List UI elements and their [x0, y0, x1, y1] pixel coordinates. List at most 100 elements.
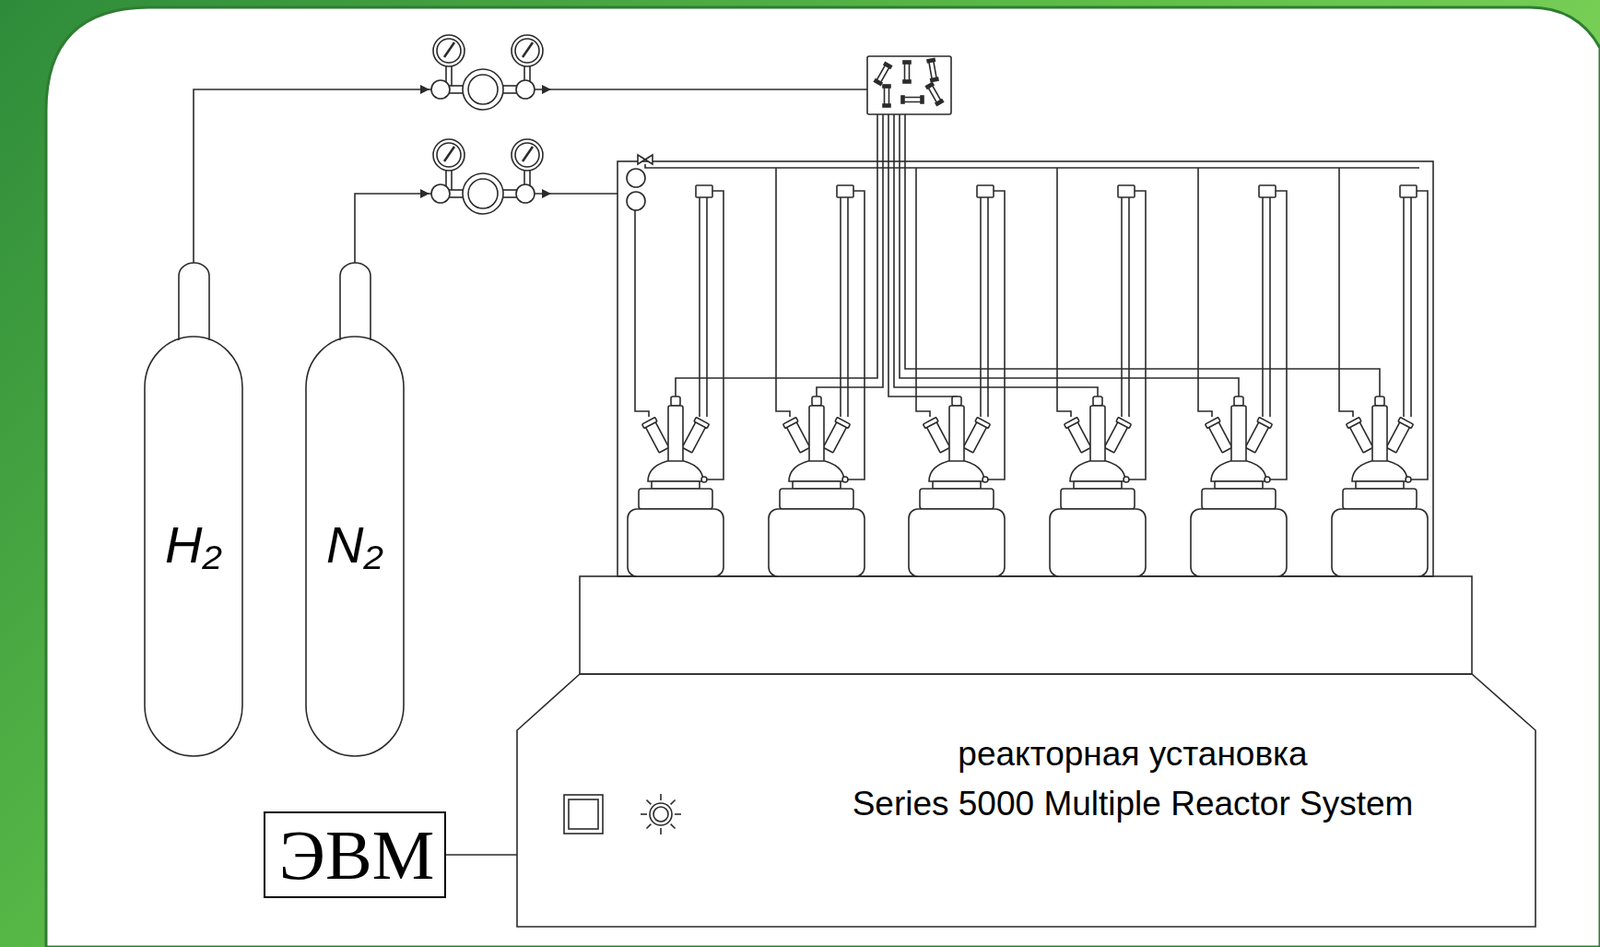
flask-arm-cap: [1116, 417, 1131, 429]
flask-body: [1211, 460, 1267, 482]
rotameter-cap: [882, 104, 891, 107]
flask-flange: [932, 481, 981, 489]
indicator-lamp: [649, 802, 672, 825]
condenser-tube: [839, 197, 842, 417]
pressure-gauge: [433, 35, 465, 67]
gas-cylinder-outline: [305, 262, 404, 756]
flask-arm-cap: [1205, 417, 1221, 429]
flask-body: [1352, 460, 1408, 482]
flask-arm-cap: [1064, 417, 1080, 429]
purge-line: [1339, 167, 1353, 417]
gauge-dial: [515, 142, 540, 167]
pressure-gauge: [511, 35, 543, 67]
lamp-ray: [646, 823, 651, 829]
flask-flange: [1214, 481, 1263, 489]
flask-flange: [1355, 481, 1404, 489]
flask-side-neck: [1205, 417, 1235, 454]
condenser: [1117, 185, 1135, 198]
flask-flange: [651, 481, 700, 489]
gauge-needle: [522, 42, 533, 58]
flask-side-neck: [961, 417, 990, 454]
thermocouple-line: [988, 190, 1005, 480]
text-group: N₂: [305, 513, 404, 576]
thermocouple-line: [847, 190, 865, 480]
regulator-dial: [468, 178, 498, 209]
condenser: [976, 185, 994, 198]
rotameter-tube: [884, 86, 890, 106]
condenser: [695, 185, 713, 198]
thermocouple-line: [1411, 190, 1428, 480]
flask-neck: [1231, 405, 1247, 463]
heating-block: [627, 508, 724, 577]
rotameter-cap: [935, 99, 943, 106]
flask-arm-cap: [1346, 417, 1362, 429]
nitrogen-line: [525, 192, 618, 195]
rotameter-cap: [882, 84, 891, 88]
condenser-tube: [987, 197, 989, 417]
lamp-ray: [670, 823, 676, 829]
thermocouple-port: [1405, 476, 1412, 483]
rotameter-cap: [926, 82, 934, 90]
heater-plate: [919, 488, 994, 509]
gas-feed-line: [894, 114, 1098, 399]
reactor-base-slab: [579, 576, 1472, 674]
flask-body: [929, 460, 985, 482]
heater-plate: [638, 488, 713, 509]
gas-cylinder: N₂: [305, 262, 404, 756]
computer-label: ЭВМ: [279, 819, 435, 890]
gas-feed-line: [905, 114, 1380, 399]
gas-label: H₂: [164, 513, 223, 576]
rotameter-cap: [903, 80, 911, 83]
flow-arrow: [420, 188, 430, 199]
flask-side-neck: [923, 417, 953, 454]
gas-cylinder-outline: [144, 262, 243, 756]
hydrogen-line: [525, 88, 868, 91]
flask-cap: [811, 396, 822, 406]
thermocouple-line: [706, 190, 724, 480]
thermocouple-line: [1129, 190, 1146, 480]
condenser-tube: [1128, 197, 1130, 417]
purge-line: [916, 167, 930, 417]
thermocouple-port: [842, 476, 848, 483]
flask-side-neck: [1102, 417, 1131, 454]
system-label: реакторная установка: [957, 729, 1307, 779]
text-group: H₂: [144, 513, 243, 576]
rotameter-cap: [901, 95, 905, 104]
condenser-tube: [1120, 197, 1123, 417]
shutoff-valve: [637, 154, 653, 165]
purge-line: [776, 167, 790, 417]
flask-arm-cap: [923, 417, 939, 429]
reactor-system-housing: реакторная установкаSeries 5000 Multiple…: [517, 673, 1536, 927]
text-group: ЭВМ: [265, 812, 448, 896]
gauge-dial: [436, 142, 461, 167]
heater-plate: [1201, 488, 1276, 509]
regulator-dial: [468, 74, 498, 105]
system-label: Series 5000 Multiple Reactor System: [852, 778, 1414, 829]
flask-cap: [1375, 396, 1385, 406]
rotameter-cap: [903, 60, 911, 64]
purge-line: [635, 210, 649, 417]
heating-block: [768, 508, 865, 577]
thermocouple-port: [1123, 476, 1130, 483]
regulator-port: [431, 184, 450, 203]
gas-feed-line: [899, 114, 1239, 399]
flask-arm-cap: [1257, 417, 1272, 429]
frame-fitting: [626, 168, 646, 188]
regulator-port: [431, 80, 450, 99]
thermocouple-port: [701, 476, 707, 483]
gauge-needle: [444, 42, 455, 58]
flask-cap: [670, 396, 681, 406]
flask-side-neck: [1384, 417, 1413, 454]
flask-arm-cap: [783, 417, 799, 429]
gas-cylinder: H₂: [144, 262, 243, 756]
flask-neck: [1372, 405, 1388, 463]
condenser: [836, 185, 854, 198]
condenser-tube: [1410, 197, 1412, 417]
text-group: реакторная установкаSeries 5000 Multiple…: [782, 729, 1483, 829]
gauge-dial: [515, 38, 540, 63]
condenser-tube: [1402, 197, 1405, 417]
purge-line: [1057, 167, 1071, 417]
flask-flange: [792, 481, 841, 489]
rotameter-cap: [920, 95, 924, 104]
condenser-tube: [698, 197, 701, 417]
